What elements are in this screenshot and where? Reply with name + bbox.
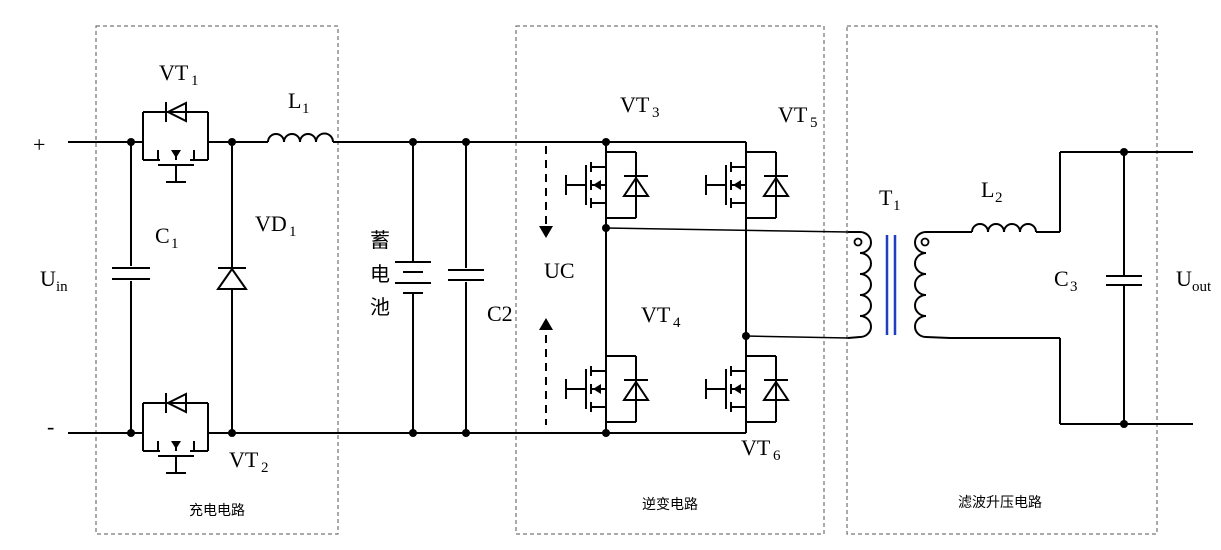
svg-text:VT: VT — [641, 302, 671, 327]
svg-text:4: 4 — [673, 315, 681, 331]
svg-text:3: 3 — [652, 105, 660, 121]
svg-text:in: in — [56, 279, 68, 295]
uc-voltage-arrows — [539, 146, 553, 425]
t1-label: T 1 — [879, 185, 901, 214]
junction-dots — [127, 138, 1128, 437]
inductor-l1 — [267, 132, 334, 143]
svg-text:池: 池 — [370, 295, 390, 319]
vt3-label: VT 3 — [620, 92, 660, 121]
svg-text:VD: VD — [255, 211, 287, 236]
svg-text:1: 1 — [289, 224, 297, 240]
vt5-label: VT 5 — [778, 102, 818, 131]
filter-boost-circuit-caption: 滤波升压电路 — [958, 495, 1042, 511]
svg-text:VT: VT — [159, 60, 189, 85]
mosfet-vt6 — [705, 355, 790, 423]
svg-text:1: 1 — [302, 101, 310, 117]
svg-text:VT: VT — [620, 92, 650, 117]
svg-text:L: L — [981, 177, 994, 202]
svg-text:电: 电 — [370, 262, 390, 286]
svg-text:1: 1 — [171, 236, 179, 252]
uc-label: UC — [544, 258, 575, 283]
capacitor-c3 — [1106, 152, 1142, 424]
svg-text:VT: VT — [229, 447, 259, 472]
filter-boost-circuit-block — [846, 25, 1158, 535]
vt1-label: VT 1 — [159, 60, 199, 89]
charging-circuit-caption: 充电电路 — [189, 503, 245, 519]
c3-label: C 3 — [1054, 266, 1078, 295]
vt4-label: VT 4 — [641, 302, 681, 331]
c1-label: C 1 — [155, 223, 179, 252]
svg-text:1: 1 — [191, 73, 199, 89]
vd1-label: VD 1 — [255, 211, 297, 240]
charging-circuit-block — [95, 25, 339, 535]
capacitor-c2 — [448, 142, 484, 433]
transformer-t1 — [847, 231, 951, 339]
svg-text:VT: VT — [778, 102, 808, 127]
svg-text:out: out — [1192, 279, 1212, 295]
inductor-l2 — [950, 223, 1060, 233]
c2-label: C2 — [487, 301, 513, 326]
minus-terminal-label: - — [47, 414, 54, 439]
svg-text:T: T — [879, 185, 893, 210]
l1-label: L 1 — [288, 88, 310, 117]
inverter-circuit-block — [515, 25, 825, 535]
l2-label: L 2 — [981, 177, 1003, 206]
svg-text:C: C — [155, 223, 170, 248]
capacitor-c1 — [112, 142, 150, 433]
inverter-circuit-caption: 逆变电路 — [642, 497, 698, 513]
svg-text:VT: VT — [741, 435, 771, 460]
svg-text:5: 5 — [810, 115, 818, 131]
mosfet-vt3 — [565, 151, 650, 219]
diode-vd1 — [216, 142, 248, 433]
vt2-label: VT 2 — [229, 447, 269, 476]
bridge-output-wires — [605, 227, 849, 339]
svg-text:2: 2 — [261, 460, 269, 476]
plus-terminal-label: + — [33, 132, 45, 157]
svg-text:C: C — [1054, 266, 1069, 291]
svg-text:L: L — [288, 88, 301, 113]
svg-text:2: 2 — [995, 190, 1003, 206]
battery-label: 蓄 电 池 — [370, 228, 390, 319]
mosfet-vt5 — [705, 151, 790, 219]
uin-label: U in — [40, 266, 68, 295]
svg-text:6: 6 — [773, 448, 781, 464]
svg-text:U: U — [1176, 266, 1192, 291]
mosfet-vt2 — [142, 392, 209, 474]
uout-label: U out — [1176, 266, 1212, 295]
vt6-label: VT 6 — [741, 435, 781, 464]
svg-text:1: 1 — [893, 198, 901, 214]
mosfet-vt4 — [565, 355, 650, 423]
svg-text:U: U — [40, 266, 56, 291]
svg-text:3: 3 — [1070, 279, 1078, 295]
battery — [395, 142, 431, 433]
svg-text:蓄: 蓄 — [370, 228, 390, 252]
mosfet-vt1 — [142, 101, 209, 183]
